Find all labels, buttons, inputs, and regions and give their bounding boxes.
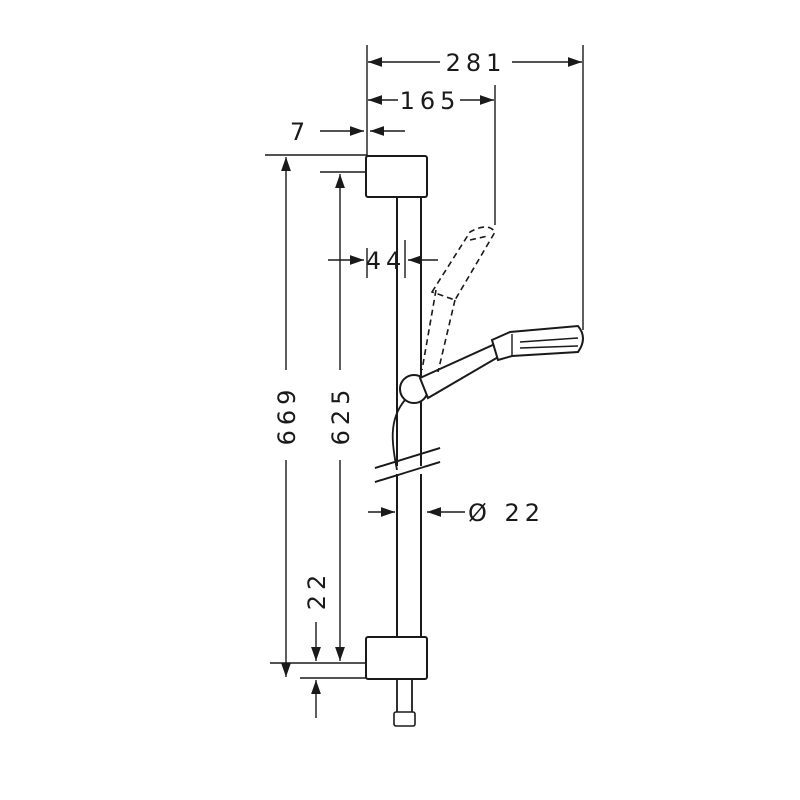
dimension-44: 44	[328, 240, 438, 278]
dim-22-vertical-label: 22	[303, 570, 331, 611]
dimension-669: 669	[273, 157, 301, 677]
dim-44-label: 44	[366, 247, 407, 275]
dimension-165: 165	[368, 87, 494, 115]
hose-loop	[391, 399, 406, 471]
dim-7-label: 7	[290, 118, 310, 146]
hand-shower	[418, 324, 584, 400]
dimension-diameter: Ø 22	[368, 499, 545, 527]
bottom-wall-bracket	[365, 636, 428, 680]
shower-rail	[374, 195, 441, 638]
dimension-625: 625	[327, 174, 355, 661]
dimension-7: 7	[290, 118, 405, 146]
dim-281-label: 281	[446, 49, 507, 77]
shower-hose	[393, 679, 416, 727]
dim-165-label: 165	[400, 87, 461, 115]
hand-shower-tilted-outline	[421, 226, 496, 373]
top-wall-bracket	[365, 155, 428, 198]
dim-625-label: 625	[327, 385, 355, 446]
dimension-22-vertical: 22	[303, 570, 331, 718]
dim-diameter-label: Ø 22	[468, 499, 545, 527]
dim-669-label: 669	[273, 385, 301, 446]
dimension-281: 281	[368, 49, 582, 77]
